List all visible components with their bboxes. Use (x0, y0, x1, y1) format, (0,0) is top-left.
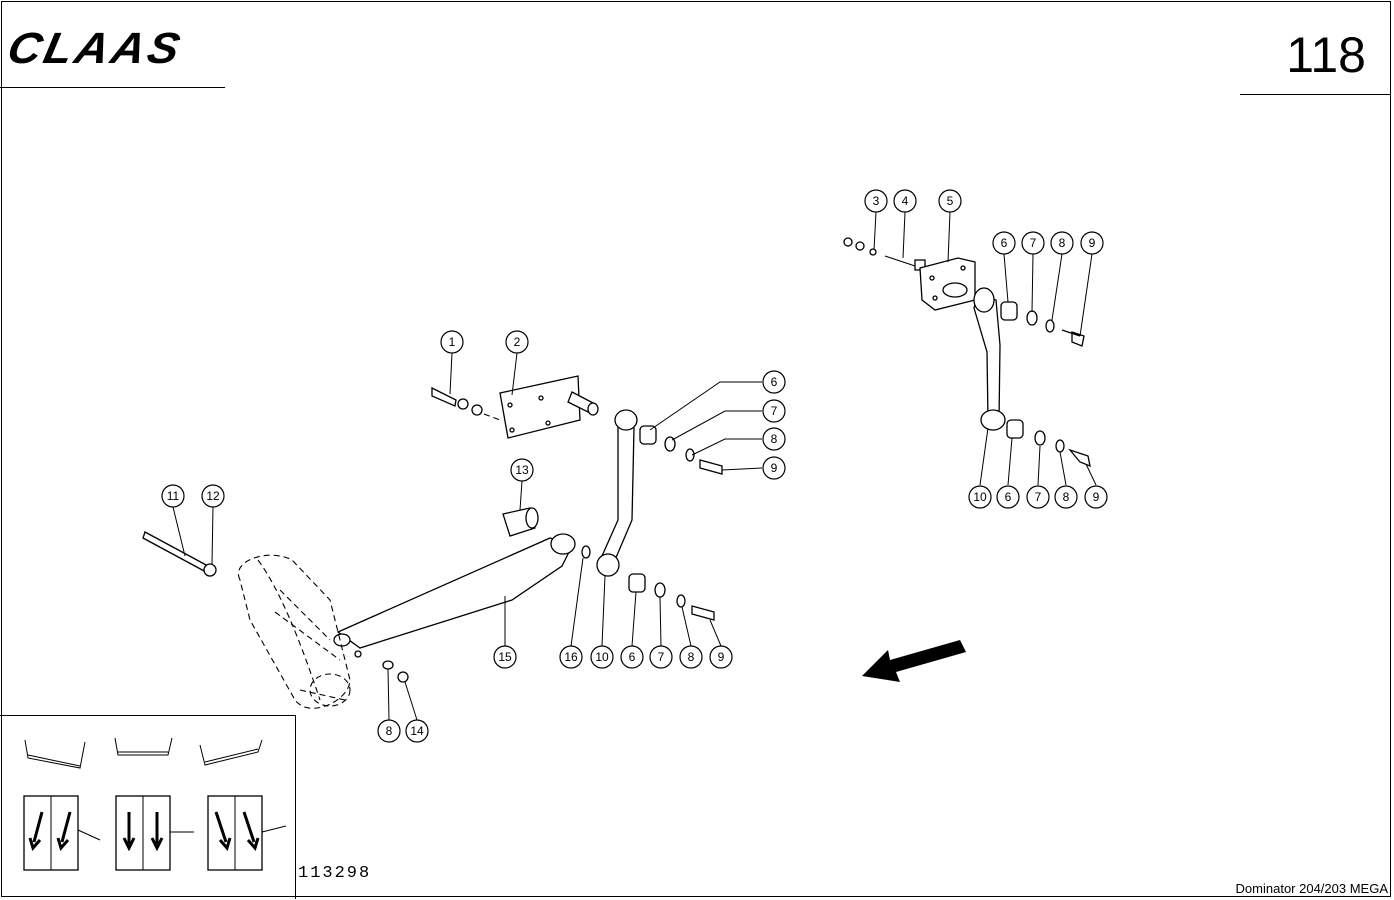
callout-9-right-bottom: 9 (1084, 485, 1108, 509)
svg-text:9: 9 (1093, 490, 1100, 504)
header-rule-left (0, 87, 225, 88)
callout-6-middle-bottom: 6 (620, 645, 644, 669)
svg-text:6: 6 (771, 375, 778, 389)
callout-7-middle-top: 7 (762, 399, 786, 423)
callout-4: 4 (893, 189, 917, 213)
header-rule-right (1240, 94, 1390, 95)
svg-text:6: 6 (1005, 490, 1012, 504)
callout-8-left: 8 (377, 719, 401, 743)
svg-text:7: 7 (1030, 236, 1037, 250)
callout-10-right: 10 (968, 485, 992, 509)
svg-text:8: 8 (688, 650, 695, 664)
svg-text:9: 9 (718, 650, 725, 664)
svg-text:6: 6 (1001, 236, 1008, 250)
callout-8-middle-bottom: 8 (679, 645, 703, 669)
svg-text:8: 8 (1059, 236, 1066, 250)
callout-15: 15 (493, 645, 517, 669)
svg-text:15: 15 (498, 650, 512, 664)
svg-text:14: 14 (410, 724, 424, 738)
callout-8-right-top: 8 (1050, 231, 1074, 255)
callout-10-middle: 10 (590, 645, 614, 669)
direction-arrow-icon (862, 640, 966, 682)
svg-text:1: 1 (449, 335, 456, 349)
svg-text:5: 5 (947, 194, 954, 208)
svg-text:8: 8 (386, 724, 393, 738)
right-assembly (843, 211, 1097, 486)
svg-text:3: 3 (873, 194, 880, 208)
svg-text:8: 8 (771, 432, 778, 446)
svg-text:7: 7 (658, 650, 665, 664)
svg-text:7: 7 (771, 404, 778, 418)
page-number: 118 (1286, 27, 1366, 83)
inset-panel (0, 715, 296, 899)
callout-6-middle-top: 6 (762, 370, 786, 394)
callout-3: 3 (864, 189, 888, 213)
svg-text:8: 8 (1063, 490, 1070, 504)
guide-position-icons (23, 737, 287, 871)
callout-14: 14 (405, 719, 429, 743)
callout-13: 13 (510, 458, 534, 482)
svg-text:4: 4 (902, 194, 909, 208)
callout-6-right-bottom: 6 (996, 485, 1020, 509)
svg-text:7: 7 (1035, 490, 1042, 504)
svg-text:11: 11 (167, 489, 180, 503)
callout-16: 16 (559, 645, 583, 669)
callout-8-right-bottom: 8 (1054, 485, 1078, 509)
svg-text:12: 12 (206, 489, 220, 503)
callout-12: 12 (201, 484, 225, 508)
svg-text:10: 10 (973, 490, 987, 504)
callout-9-right-top: 9 (1080, 231, 1104, 255)
callout-6-right-top: 6 (992, 231, 1016, 255)
svg-text:16: 16 (564, 650, 578, 664)
callout-7-right-top: 7 (1021, 231, 1045, 255)
callout-9-middle-bottom: 9 (709, 645, 733, 669)
callout-1: 1 (440, 330, 464, 354)
svg-text:9: 9 (771, 461, 778, 475)
callout-7-right-bottom: 7 (1026, 485, 1050, 509)
model-name: Dominator 204/203 MEGA (1235, 881, 1388, 896)
callout-8-middle-top: 8 (762, 427, 786, 451)
drawing-number: 113298 (298, 864, 372, 883)
callout-2: 2 (505, 330, 529, 354)
svg-text:10: 10 (595, 650, 609, 664)
callout-5: 5 (938, 189, 962, 213)
callout-7-middle-bottom: 7 (649, 645, 673, 669)
svg-text:13: 13 (515, 463, 529, 477)
middle-assembly (142, 352, 763, 721)
callout-11: 11 (161, 484, 185, 508)
svg-text:6: 6 (629, 650, 636, 664)
callout-9-middle-top: 9 (762, 456, 786, 480)
svg-text:9: 9 (1089, 236, 1096, 250)
svg-text:2: 2 (514, 335, 521, 349)
